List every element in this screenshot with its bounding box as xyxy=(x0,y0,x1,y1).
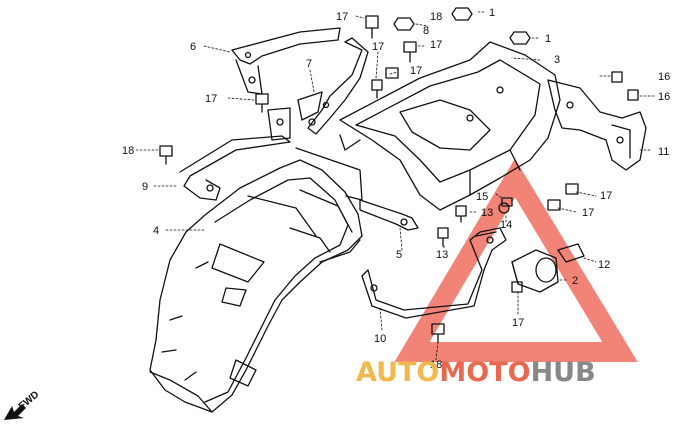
callout-16-a: 16 xyxy=(658,71,670,83)
callout-14: 14 xyxy=(500,219,512,231)
callout-15: 15 xyxy=(476,191,488,203)
callout-12: 12 xyxy=(598,259,610,271)
callout-18-left: 18 xyxy=(122,145,134,157)
part-7-bracket xyxy=(297,37,369,135)
callout-10: 10 xyxy=(374,333,386,345)
part-11-bracket xyxy=(547,79,647,171)
fwd-label: FWD xyxy=(17,389,42,412)
callout-1-lower: 1 xyxy=(545,33,551,45)
part-5-strap xyxy=(359,199,419,231)
callout-1-upper: 1 xyxy=(489,7,495,19)
callout-3: 3 xyxy=(554,54,560,66)
fwd-indicator: FWD xyxy=(4,389,41,420)
callout-17-a: 17 xyxy=(372,41,384,53)
callout-2: 2 xyxy=(572,275,578,287)
callout-17-right-b: 17 xyxy=(582,207,594,219)
callout-18-bottom: 18 xyxy=(430,359,442,371)
watermark-auto: AUTO xyxy=(356,357,439,388)
fwd-arrow-icon xyxy=(4,404,26,420)
callout-7: 7 xyxy=(306,58,312,70)
callout-17-left: 17 xyxy=(205,93,217,105)
callout-18-top: 18 xyxy=(430,11,442,23)
callout-4: 4 xyxy=(153,225,159,237)
svg-text:AUTOMOTOHUB: AUTOMOTOHUB xyxy=(356,357,596,388)
watermark-triangle xyxy=(394,158,638,362)
part-9-rail xyxy=(179,107,291,201)
fasteners xyxy=(159,7,639,343)
leader-lines xyxy=(135,11,655,361)
callout-9: 9 xyxy=(142,181,148,193)
part-2-unit xyxy=(511,249,559,293)
callout-17-bottom: 17 xyxy=(512,317,524,329)
part-4-fender xyxy=(149,147,363,413)
part-10-rail xyxy=(361,227,507,319)
watermark-moto: MOTO xyxy=(439,357,530,388)
callout-16-b: 16 xyxy=(658,91,670,103)
part-3-tray xyxy=(339,41,561,211)
callout-8: 8 xyxy=(423,25,429,37)
watermark-hub: HUB xyxy=(531,357,596,388)
callouts: 1 1 18 8 17 17 3 6 7 17 17 16 16 17 18 1… xyxy=(122,7,670,371)
callout-17-b: 17 xyxy=(410,65,422,77)
callout-17-right-a: 17 xyxy=(600,190,612,202)
callout-17-mid: 17 xyxy=(430,39,442,51)
callout-13-upper: 13 xyxy=(481,207,493,219)
callout-5: 5 xyxy=(396,249,402,261)
part-12-plate xyxy=(557,243,585,263)
callout-6: 6 xyxy=(190,41,196,53)
callout-13-lower: 13 xyxy=(436,249,448,261)
callout-11: 11 xyxy=(658,146,669,158)
callout-17-top: 17 xyxy=(336,11,348,23)
watermark-logo: AUTOMOTOHUB xyxy=(356,357,596,388)
part-6-bracket xyxy=(231,27,341,95)
